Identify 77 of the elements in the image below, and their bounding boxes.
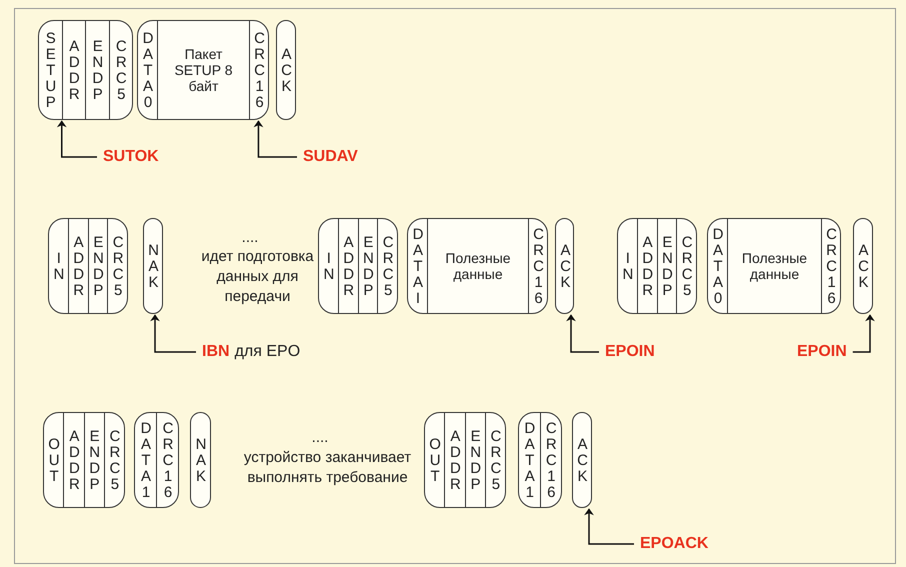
packet-field: CRC16: [822, 226, 840, 306]
note-text: устройство заканчивает выполнять требование: [242, 448, 412, 488]
packet-box: [617, 218, 697, 314]
callout-label: для EPO: [234, 343, 300, 361]
callout-label: EPOIN: [797, 343, 847, 361]
note-text: идет подготовка данных для передачи: [200, 247, 315, 307]
packet-box: [518, 412, 562, 508]
callout-label: EPOIN: [605, 343, 655, 361]
packet-field: DATA0: [708, 226, 726, 306]
callout-label: IBN: [202, 343, 230, 361]
packet-field: DATA0: [138, 30, 156, 110]
packet-field: CRC5: [678, 234, 696, 298]
packet-field: ACK: [854, 242, 872, 290]
packet-field: ENDP: [88, 234, 107, 298]
packet-box: [43, 412, 125, 508]
packet-box: [276, 20, 296, 120]
packet-field: ADDR: [69, 234, 88, 298]
packet-field: DATAI: [408, 226, 426, 306]
packet-box: [134, 412, 179, 508]
packet-box: [407, 218, 548, 314]
packet-field: CRC5: [112, 38, 130, 102]
packet-field: DATA1: [136, 420, 154, 500]
packet-box: [48, 218, 128, 314]
leader-arrow: [150, 314, 196, 353]
packet-field: CRC5: [105, 428, 124, 492]
packet-field: ENDP: [85, 428, 104, 492]
packet-field: ADDR: [638, 234, 656, 298]
packet-payload-text: Пакет SETUP 8 байт: [173, 46, 234, 94]
packet-field: CRC5: [378, 234, 397, 298]
callout-label: SUDAV: [303, 148, 358, 166]
leader-arrow: [566, 314, 599, 353]
leader-arrow: [56, 120, 97, 158]
packet-field: CRC16: [542, 420, 560, 500]
packet-field: IN: [618, 250, 636, 282]
leader-arrow: [852, 314, 875, 353]
packet-field: CRC16: [250, 30, 268, 110]
packet-field: NAK: [144, 242, 162, 290]
note-text: ....: [240, 228, 260, 248]
packet-field: ADDR: [446, 428, 464, 492]
packet-box: [424, 412, 506, 508]
leader-arrow: [584, 508, 634, 545]
packet-field: ENDP: [466, 428, 484, 492]
packet-field: DATA1: [520, 420, 538, 500]
packet-field: IN: [49, 250, 68, 282]
packet-box: [555, 218, 574, 314]
packet-box: [143, 218, 163, 314]
packet-field: ACK: [556, 242, 573, 290]
packet-payload-text: Полезные данные: [444, 250, 512, 282]
packet-field: OUT: [44, 436, 63, 484]
packet-field: ENDP: [358, 234, 377, 298]
packet-field: OUT: [426, 436, 444, 484]
packet-payload-text: Полезные данные: [740, 250, 808, 282]
packet-field: ACK: [573, 436, 591, 484]
packet-box: [38, 20, 133, 120]
packet-field: ENDP: [88, 38, 106, 102]
packet-field: ADDR: [64, 38, 83, 102]
packet-field: CRC5: [108, 234, 127, 298]
packet-box: [853, 218, 873, 314]
packet-field: NAK: [192, 436, 210, 484]
packet-field: ACK: [277, 46, 295, 94]
note-text: ....: [310, 428, 330, 448]
leader-arrow: [254, 120, 297, 158]
callout-label: SUTOK: [103, 148, 159, 166]
packet-field: IN: [319, 250, 338, 282]
packet-field: ENDP: [658, 234, 676, 298]
packet-box: [190, 412, 211, 508]
packet-box: [707, 218, 841, 314]
packet-field: ADDR: [339, 234, 358, 298]
packet-field: ADDR: [64, 428, 83, 492]
packet-box: [572, 412, 592, 508]
packet-field: SETUP: [41, 30, 60, 110]
packet-field: CRC5: [486, 428, 504, 492]
callout-label: EPOACK: [640, 535, 708, 553]
packet-field: CRC16: [529, 226, 547, 306]
packet-box: [318, 218, 398, 314]
packet-box: [137, 20, 269, 120]
packet-field: CRC16: [158, 420, 176, 500]
